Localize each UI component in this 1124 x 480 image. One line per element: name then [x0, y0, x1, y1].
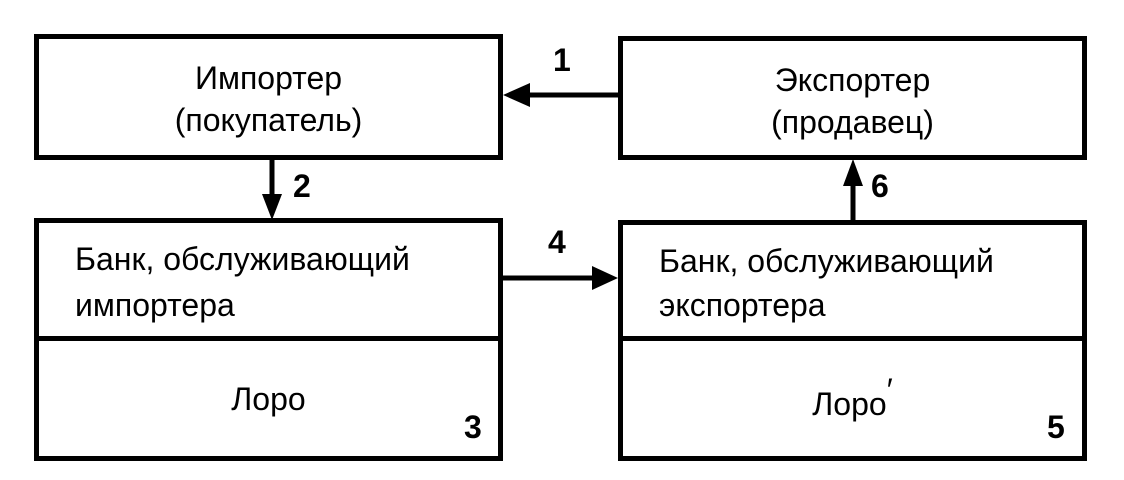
arrow-4-head — [592, 266, 618, 290]
bank-importer-divider — [39, 336, 498, 341]
bank-importer-number: 3 — [464, 409, 482, 445]
bank-exporter-subtitle: экспортера — [659, 287, 826, 323]
bank-exporter-loro: Лоро′ — [623, 372, 1082, 423]
bank-exporter-loro-text: Лоро — [812, 386, 887, 422]
bank-exporter-loro-mark: ′ — [886, 372, 893, 408]
arrow-6-label: 6 — [871, 168, 889, 204]
importer-title: Импортер — [194, 60, 343, 96]
exporter-subtitle: (продавец) — [771, 104, 934, 140]
importer-subtitle: (покупатель) — [174, 102, 363, 138]
bank-exporter-title: Банк, обслуживающий — [659, 243, 994, 279]
bank-importer-title: Банк, обслуживающий — [75, 241, 410, 277]
arrow-2-label: 2 — [293, 168, 311, 204]
bank-importer-subtitle: импортера — [75, 287, 235, 323]
importer-box: Импортер (покупатель) — [34, 34, 503, 160]
arrow-4-label: 4 — [548, 224, 566, 260]
arrow-1-head — [503, 83, 530, 107]
arrow-6-head — [843, 159, 863, 186]
arrow-2-head — [262, 194, 282, 220]
bank-importer-box: Банк, обслуживающий импортера Лоро 3 — [34, 218, 503, 461]
bank-exporter-number: 5 — [1047, 409, 1065, 445]
bank-importer-loro: Лоро — [231, 381, 306, 417]
bank-exporter-divider — [623, 336, 1082, 341]
bank-exporter-box: Банк, обслуживающий экспортера Лоро′ 5 — [618, 220, 1087, 461]
exporter-title: Экспортер — [774, 62, 931, 98]
arrow-1-label: 1 — [553, 42, 571, 78]
exporter-box: Экспортер (продавец) — [618, 36, 1087, 160]
